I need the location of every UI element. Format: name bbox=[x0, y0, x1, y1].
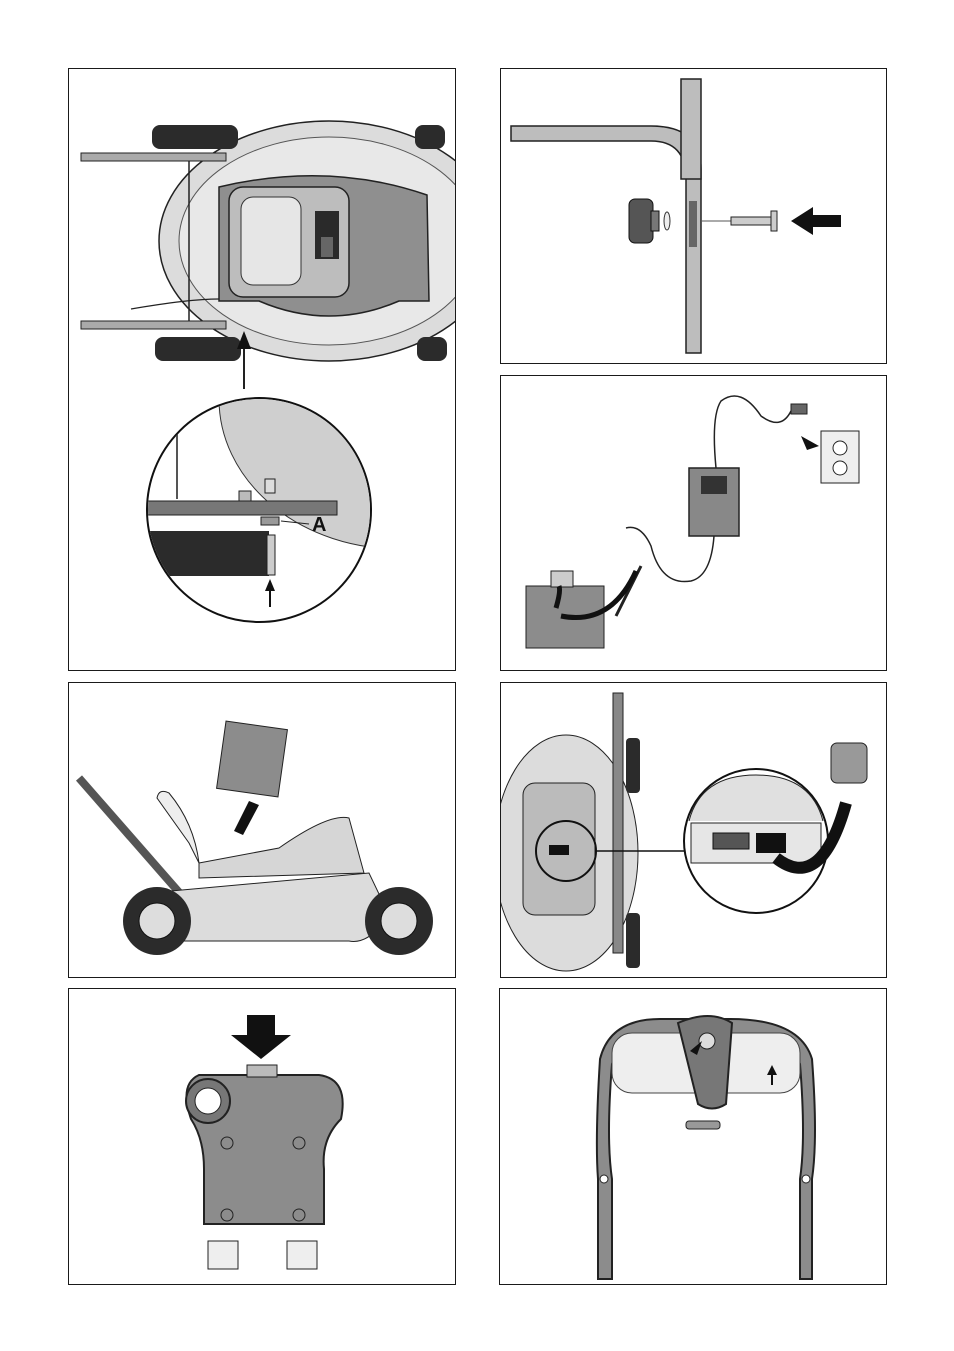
battery-connector-icon bbox=[831, 743, 867, 783]
handle-bolt-illustration bbox=[501, 69, 887, 364]
charger-icon bbox=[689, 468, 739, 536]
knob-icon bbox=[629, 199, 659, 243]
charger-illustration bbox=[501, 376, 887, 671]
arrow-left-icon bbox=[791, 207, 841, 235]
figure-battery-insert bbox=[68, 682, 456, 978]
battery-pack-icon bbox=[526, 571, 604, 648]
arrow-down-icon bbox=[231, 1015, 291, 1059]
wheel-rear-icon bbox=[123, 887, 191, 955]
figure-charger bbox=[500, 375, 887, 671]
figure-battery-compartment bbox=[500, 682, 887, 978]
handle-switch-illustration bbox=[500, 989, 887, 1285]
figure-battery-press bbox=[68, 988, 456, 1285]
figure-handle-bolt bbox=[500, 68, 887, 364]
figure-handle-switch bbox=[499, 988, 887, 1285]
figure-wheel-mounting: A bbox=[68, 68, 456, 671]
battery-press-illustration bbox=[69, 989, 456, 1285]
callout-a-label: A bbox=[312, 514, 326, 536]
battery-pack-icon bbox=[217, 721, 288, 797]
wheel-front-icon bbox=[365, 887, 433, 955]
battery-pack-icon bbox=[186, 1065, 343, 1269]
wheel-mounting-illustration: A bbox=[69, 69, 456, 671]
battery-compartment-illustration bbox=[501, 683, 887, 978]
battery-insert-illustration bbox=[69, 683, 456, 978]
